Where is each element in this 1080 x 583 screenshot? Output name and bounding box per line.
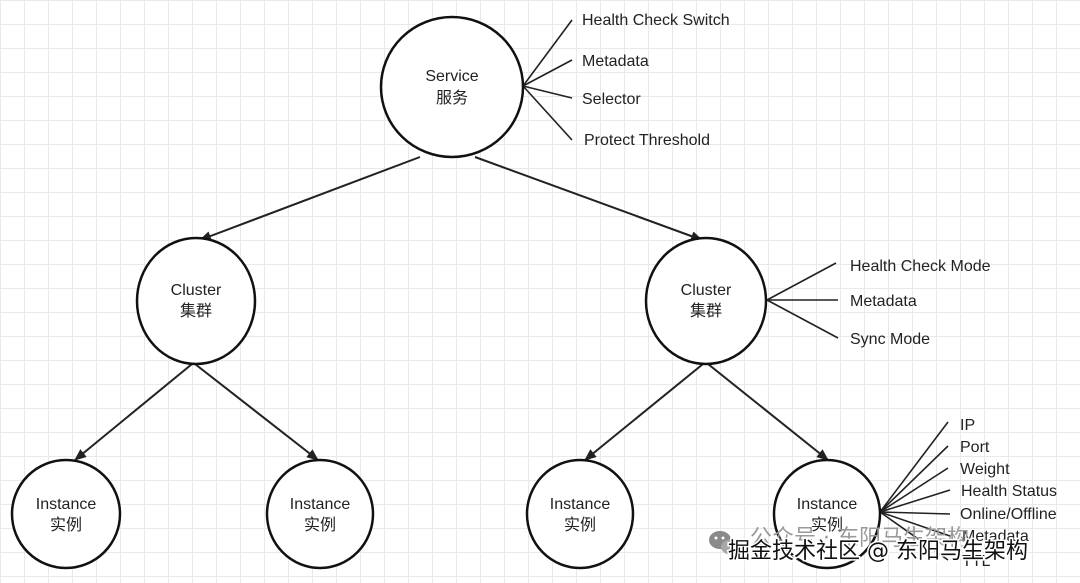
instance-attribute-lines	[879, 421, 951, 561]
service-attribute-lines	[522, 19, 573, 141]
cluster-node-left: Cluster 集群	[135, 236, 257, 366]
edge-cluster-left-instance-1	[74, 363, 193, 461]
service-node-subtitle: 服务	[436, 89, 468, 107]
edge-cluster-right-instance-4	[707, 363, 829, 461]
edge-cluster-left-instance-2	[194, 363, 319, 461]
instance-attr-label: Online/Offline	[960, 506, 1057, 523]
cluster-left-title: Cluster	[171, 282, 222, 299]
cluster-right-subtitle: 集群	[690, 302, 722, 320]
instance-3-title: Instance	[550, 496, 611, 513]
wechat-icon	[709, 531, 739, 555]
cluster-left-subtitle: 集群	[180, 302, 212, 320]
cluster-attr-label: Sync Mode	[850, 331, 930, 348]
cluster-node-right: Cluster 集群	[644, 236, 768, 366]
edge-cluster-right-instance-3	[584, 363, 704, 461]
instance-node-3: Instance 实例	[525, 458, 635, 570]
instance-attr-label: TTL	[962, 553, 991, 570]
cluster-attr-label: Metadata	[850, 293, 917, 310]
instance-attr-label: Health Status	[961, 483, 1057, 500]
instance-node-1: Instance 实例	[10, 458, 122, 570]
watermark-faint-line: 公众号 · 东阳马生架构	[750, 526, 969, 551]
instance-4-title: Instance	[797, 496, 858, 513]
instance-node-2: Instance 实例	[265, 458, 375, 570]
instance-4-subtitle: 实例	[811, 516, 843, 534]
instance-attr-label: Port	[960, 439, 990, 456]
cluster-attributes: Health Check Mode Metadata Sync Mode	[850, 258, 991, 348]
watermark-main-line: 掘金技术社区 @ 东阳马生架构	[728, 539, 1028, 564]
instance-1-subtitle: 实例	[50, 516, 82, 534]
instance-2-title: Instance	[290, 496, 351, 513]
service-node-title: Service	[425, 68, 478, 85]
instance-attr-label: Weight	[960, 461, 1010, 478]
instance-1-title: Instance	[36, 496, 97, 513]
service-attr-label: Metadata	[582, 53, 649, 70]
service-attr-label: Selector	[582, 91, 641, 108]
watermark: 公众号 · 东阳马生架构 掘金技术社区 @ 东阳马生架构	[709, 526, 1030, 566]
instance-3-subtitle: 实例	[564, 516, 596, 534]
instance-attr-label: Metadata	[962, 528, 1029, 545]
service-attr-label: Health Check Switch	[582, 12, 730, 29]
edge-service-cluster-right	[474, 156, 703, 241]
instance-attr-label: IP	[960, 417, 975, 434]
service-attr-label: Protect Threshold	[584, 132, 710, 149]
cluster-attr-label: Health Check Mode	[850, 258, 991, 275]
service-node: Service 服务	[379, 15, 525, 159]
instance-node-4: Instance 实例	[772, 458, 882, 570]
instance-attributes: IP Port Weight Health Status Online/Offl…	[960, 417, 1057, 570]
cluster-attribute-lines	[766, 262, 839, 339]
instance-2-subtitle: 实例	[304, 516, 336, 534]
tree-edges	[74, 156, 829, 461]
edge-service-cluster-left	[199, 156, 421, 241]
service-attributes: Health Check Switch Metadata Selector Pr…	[582, 12, 730, 149]
cluster-right-title: Cluster	[681, 282, 732, 299]
